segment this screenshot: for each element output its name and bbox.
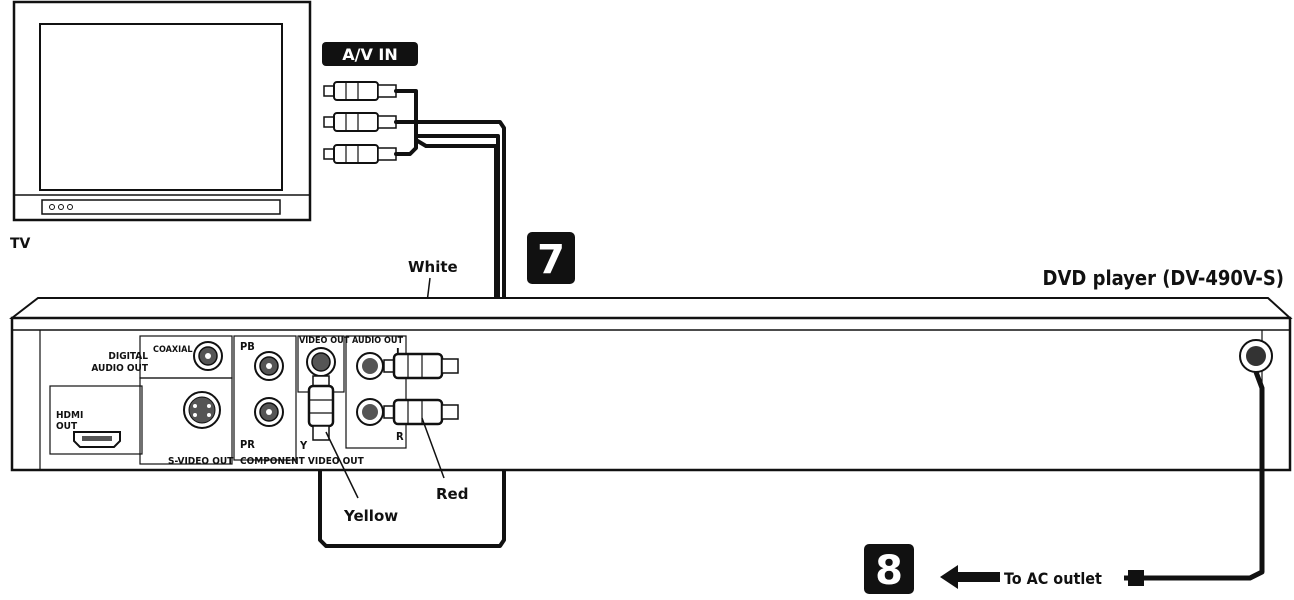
s-video-panel (139, 377, 233, 465)
hdmi-label: OUT (56, 421, 78, 432)
ac-outlet-label: To AC outlet (1004, 569, 1102, 588)
arrow-left-icon (940, 565, 1000, 589)
power-cable (1124, 371, 1265, 581)
audio-l-label: L (396, 346, 403, 359)
component-panel (233, 335, 297, 461)
rca-plug (323, 81, 397, 101)
video-out-label: VIDEO OUT (299, 336, 350, 346)
audio-plugs (383, 352, 459, 426)
player-rear-panel (10, 316, 1292, 472)
audio-r-jack (356, 398, 384, 426)
cable-yellow (318, 120, 506, 548)
digital-audio-out-label: DIGITAL (108, 351, 148, 362)
power-inlet (1239, 339, 1273, 373)
player-title: DVD player (DV-490V-S) (1043, 266, 1285, 290)
rca-plug-red (383, 398, 459, 426)
pr-jack (254, 397, 284, 427)
audio-out-panel (345, 335, 407, 449)
rca-plug (323, 144, 397, 164)
tv-button (58, 204, 64, 210)
pb-label: PB (240, 340, 255, 353)
digital-audio-out-label: AUDIO OUT (91, 363, 149, 374)
tv-button (49, 204, 55, 210)
tv-screen (39, 23, 283, 191)
step-7-number: 7 (537, 237, 565, 283)
tv: TV (10, 0, 312, 252)
tv-button (67, 204, 73, 210)
y-label: Y (299, 439, 308, 452)
hdmi-label: HDMI (56, 410, 83, 421)
step-8-number: 8 (875, 548, 903, 594)
yellow-pointer (325, 431, 359, 499)
video-out-jack (306, 347, 336, 377)
audio-l-jack (356, 352, 384, 380)
rca-plug-white (383, 352, 459, 380)
component-video-out-label: COMPONENT VIDEO OUT (240, 456, 365, 467)
coaxial-label: COAXIAL (153, 345, 193, 355)
tv-input-plugs (323, 81, 397, 164)
player-top (9, 297, 1293, 319)
s-video-out-label: S-VIDEO OUT (168, 456, 234, 467)
pr-label: PR (240, 438, 255, 451)
pb-jack (254, 351, 284, 381)
s-video-jack (183, 391, 221, 429)
red-pointer (421, 417, 445, 479)
audio-r-label: R (396, 430, 404, 443)
step-7-badge: 7 (527, 232, 575, 284)
rca-plug-yellow (307, 375, 335, 441)
ac-plug (1128, 570, 1144, 586)
audio-out-label: AUDIO OUT (352, 336, 403, 346)
coaxial-jack (193, 341, 223, 371)
av-in-label: A/V IN (342, 45, 398, 64)
hdmi-panel (49, 385, 143, 455)
av-in-badge: A/V IN (322, 42, 418, 66)
rca-plug (323, 112, 397, 132)
yellow-cable-label: Yellow (343, 507, 398, 525)
tv-label: TV (10, 236, 31, 252)
hdmi-port (73, 431, 121, 448)
step-8-badge: 8 (864, 544, 914, 594)
tv-control-panel (41, 199, 281, 215)
red-cable-label: Red (436, 485, 468, 503)
white-cable-label: White (408, 258, 458, 276)
dvd-player: DVD player (DV-490V-S) DIGITAL AUDIO OUT… (9, 266, 1293, 472)
